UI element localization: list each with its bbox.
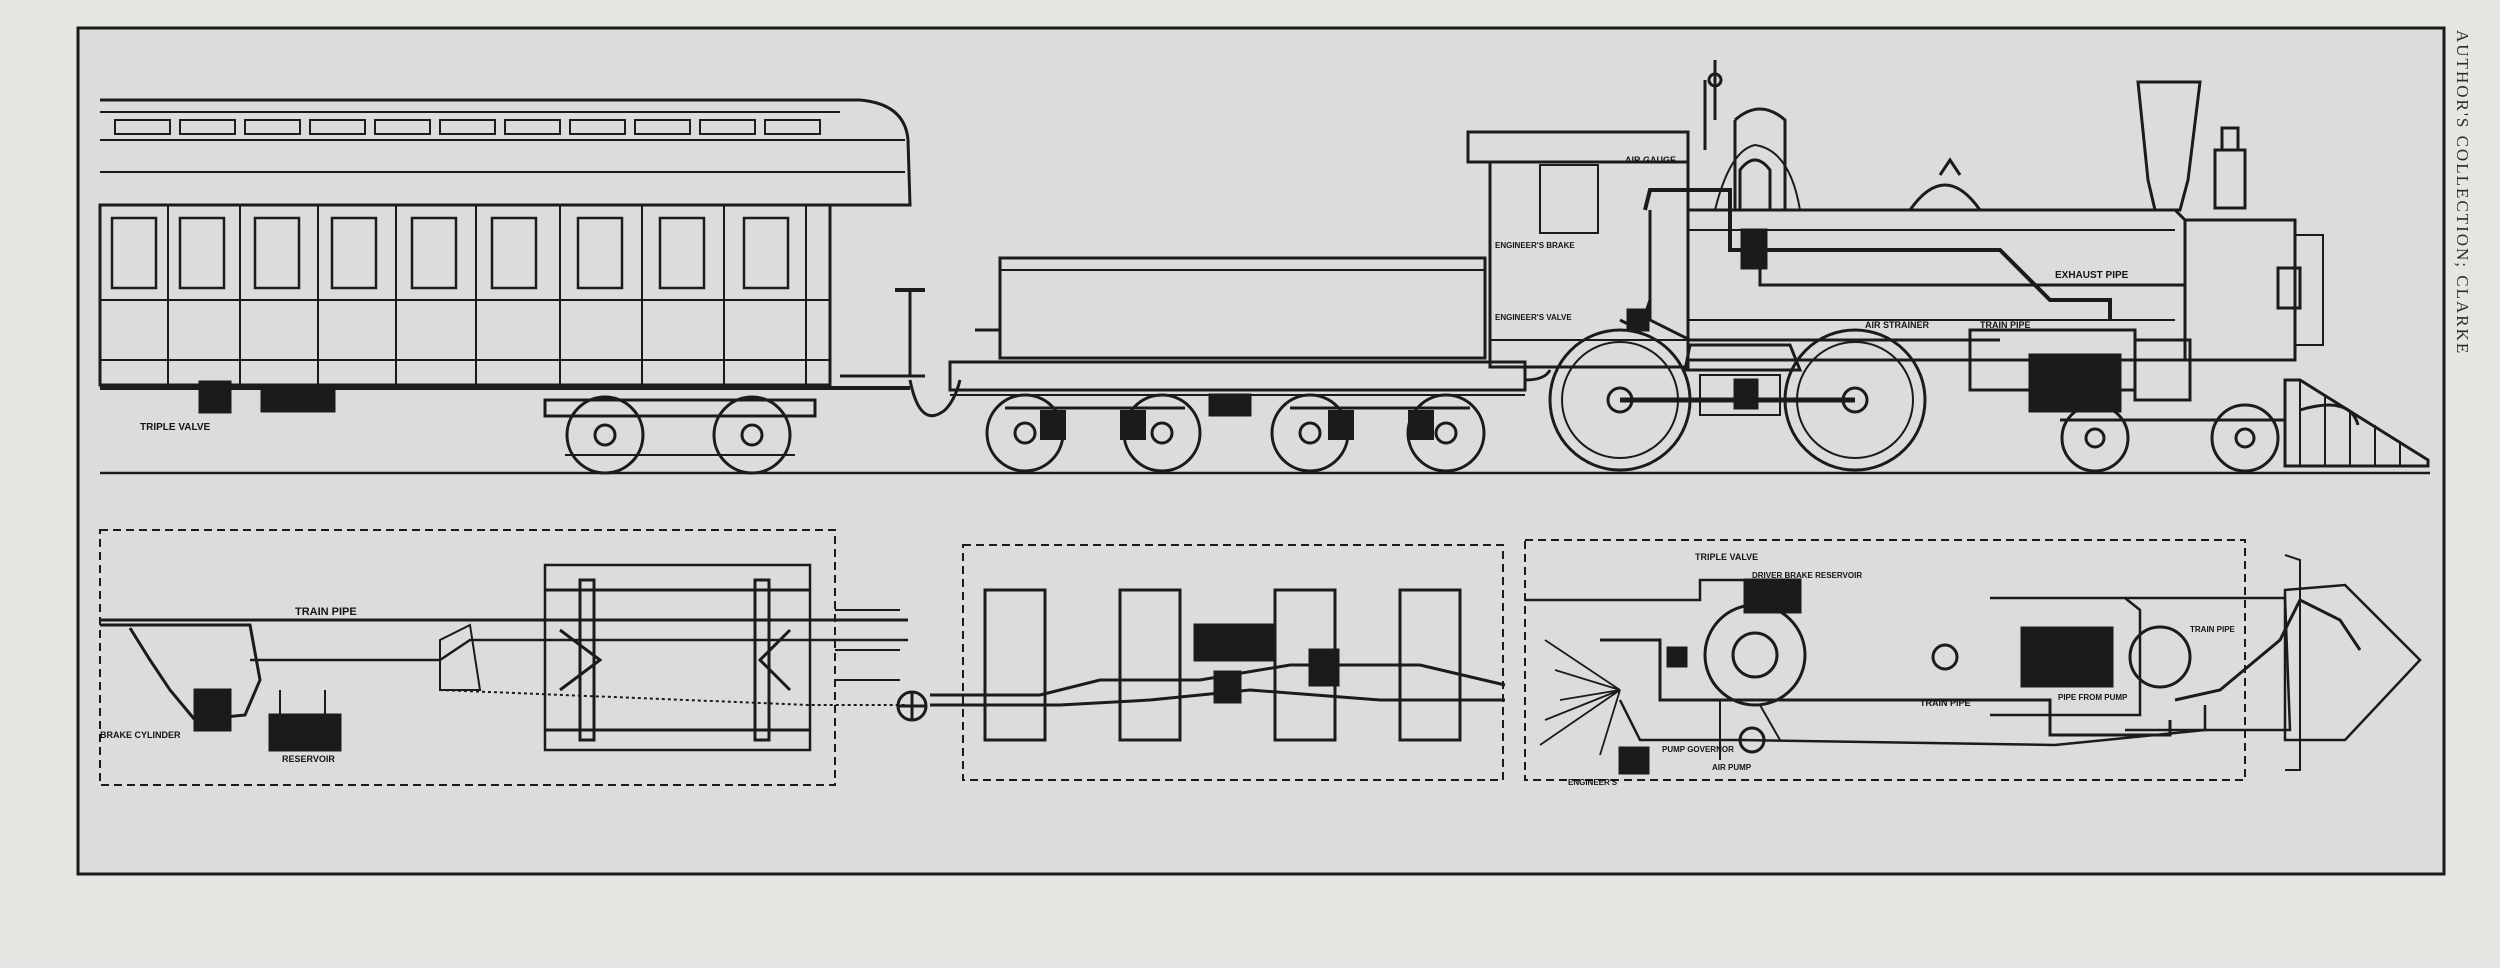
passenger-car-side bbox=[98, 98, 962, 475]
label-air-gauge: AIR GAUGE bbox=[1625, 155, 1676, 165]
label-triple-valve-car: TRIPLE VALVE bbox=[140, 422, 211, 433]
label-train-pipe-front: TRAIN PIPE bbox=[2190, 625, 2236, 634]
plan-car bbox=[99, 529, 928, 786]
plate-frame bbox=[76, 26, 2446, 876]
plan-tender bbox=[930, 544, 1506, 781]
label-air-pump: AIR PUMP bbox=[1712, 763, 1752, 772]
label-brake-cylinder: BRAKE CYLINDER bbox=[100, 730, 181, 740]
label-train-pipe-side: TRAIN PIPE bbox=[1980, 320, 2031, 330]
label-pump-governor: PUMP GOVERNOR bbox=[1662, 745, 1734, 754]
plan-locomotive bbox=[1524, 539, 2422, 781]
label-engineers-plan: ENGINEER'S bbox=[1568, 778, 1618, 787]
label-air-strainer: AIR STRAINER bbox=[1865, 320, 1930, 330]
label-pipe-from-pump: PIPE FROM PUMP bbox=[2058, 693, 2128, 702]
label-driver-brake-reservoir: DRIVER BRAKE RESERVOIR bbox=[1752, 571, 1862, 580]
label-triple-valve-plan: TRIPLE VALVE bbox=[1695, 552, 1758, 562]
label-engineers-valve: ENGINEER'S VALVE bbox=[1495, 313, 1572, 322]
label-reservoir: RESERVOIR bbox=[282, 754, 335, 764]
photo-credit: AUTHOR'S COLLECTION; CLARKE bbox=[2453, 30, 2472, 356]
label-train-pipe-plan: TRAIN PIPE bbox=[295, 606, 357, 618]
label-train-pipe-loco-plan: TRAIN PIPE bbox=[1920, 698, 1971, 708]
diagram-labels: TRIPLE VALVE AIR GAUGE ENGINEER'S BRAKE … bbox=[100, 155, 2236, 787]
label-exhaust-pipe: EXHAUST PIPE bbox=[2055, 270, 2129, 281]
tender-side bbox=[948, 256, 1552, 473]
label-engineers-brake-cock: ENGINEER'S BRAKE bbox=[1495, 241, 1575, 250]
locomotive-side bbox=[1466, 60, 2430, 473]
